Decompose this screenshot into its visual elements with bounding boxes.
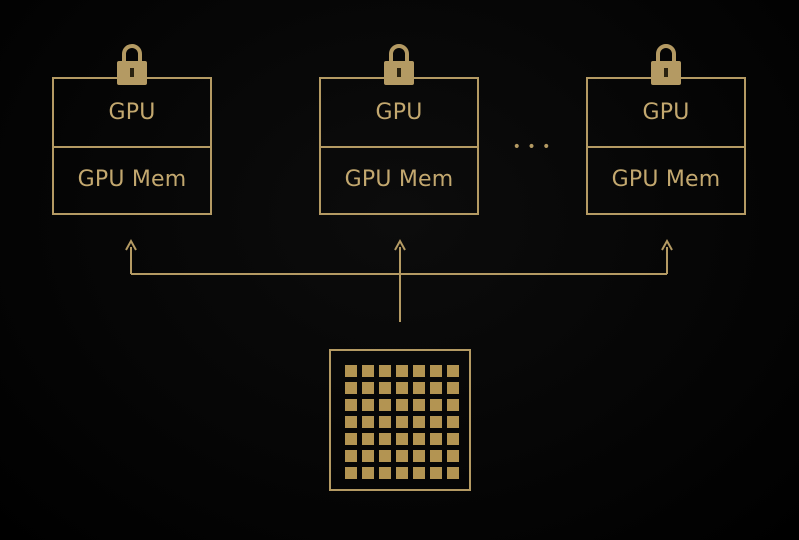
chip-cell: [413, 382, 425, 394]
chip-cell: [362, 433, 374, 445]
chip-cell: [379, 365, 391, 377]
chip-cell: [413, 416, 425, 428]
gpu-label: GPU: [108, 100, 156, 125]
gpu-label: GPU: [642, 100, 690, 125]
chip-cell: [379, 399, 391, 411]
chip-cell: [396, 399, 408, 411]
more-gpus-ellipsis: • • •: [507, 134, 557, 160]
chip-cell: [413, 365, 425, 377]
chip-cell: [345, 450, 357, 462]
left-arrow-icon: [125, 238, 137, 251]
chip-cell: [345, 467, 357, 479]
middle-arrow-icon: [394, 238, 406, 251]
gpu-section: GPU: [54, 79, 210, 148]
chip-cell: [413, 467, 425, 479]
chip-cell: [362, 467, 374, 479]
chip-grid: [345, 365, 459, 479]
lock-icon: [651, 44, 681, 85]
gpu-label: GPU: [375, 100, 423, 125]
chip-cell: [413, 450, 425, 462]
chip-cell: [396, 433, 408, 445]
gpu-mem-section: GPU Mem: [321, 146, 477, 213]
lock-icon: [117, 44, 147, 85]
lock-icon: [384, 44, 414, 85]
chip-cell: [447, 365, 459, 377]
right-arrow-icon: [661, 238, 673, 251]
chip-cell: [379, 450, 391, 462]
chip-cell: [447, 433, 459, 445]
chip-cell: [430, 450, 442, 462]
chip-cell: [396, 416, 408, 428]
chip-cell: [396, 382, 408, 394]
chip-cell: [362, 399, 374, 411]
chip-cell: [379, 467, 391, 479]
chip-cell: [362, 450, 374, 462]
chip-cell: [345, 382, 357, 394]
chip-cell: [447, 450, 459, 462]
chip-cell: [413, 433, 425, 445]
chip-cell: [345, 433, 357, 445]
chip-cell: [430, 416, 442, 428]
gpu-section: GPU: [321, 79, 477, 148]
gpu-mem-section: GPU Mem: [588, 146, 744, 213]
chip-cell: [447, 382, 459, 394]
gpu-mem-label: GPU Mem: [344, 167, 454, 192]
chip-cell: [430, 365, 442, 377]
chip-cell: [447, 467, 459, 479]
gpu-mem-label: GPU Mem: [611, 167, 721, 192]
gpu-card-3: GPU GPU Mem: [586, 77, 746, 215]
chip-icon: [329, 349, 471, 491]
chip-cell: [413, 399, 425, 411]
chip-cell: [345, 365, 357, 377]
chip-cell: [447, 399, 459, 411]
chip-cell: [430, 467, 442, 479]
chip-cell: [345, 416, 357, 428]
gpu-section: GPU: [588, 79, 744, 148]
gpu-mem-section: GPU Mem: [54, 146, 210, 213]
chip-cell: [345, 399, 357, 411]
chip-cell: [430, 399, 442, 411]
chip-cell: [447, 416, 459, 428]
gpu-card-1: GPU GPU Mem: [52, 77, 212, 215]
chip-cell: [362, 365, 374, 377]
chip-cell: [396, 365, 408, 377]
ellipsis-text: • • •: [512, 139, 552, 155]
chip-cell: [362, 416, 374, 428]
chip-cell: [379, 382, 391, 394]
chip-cell: [379, 433, 391, 445]
gpu-card-2: GPU GPU Mem: [319, 77, 479, 215]
chip-cell: [362, 382, 374, 394]
chip-cell: [379, 416, 391, 428]
chip-cell: [430, 382, 442, 394]
gpu-mem-label: GPU Mem: [77, 167, 187, 192]
chip-cell: [396, 450, 408, 462]
chip-cell: [430, 433, 442, 445]
chip-cell: [396, 467, 408, 479]
